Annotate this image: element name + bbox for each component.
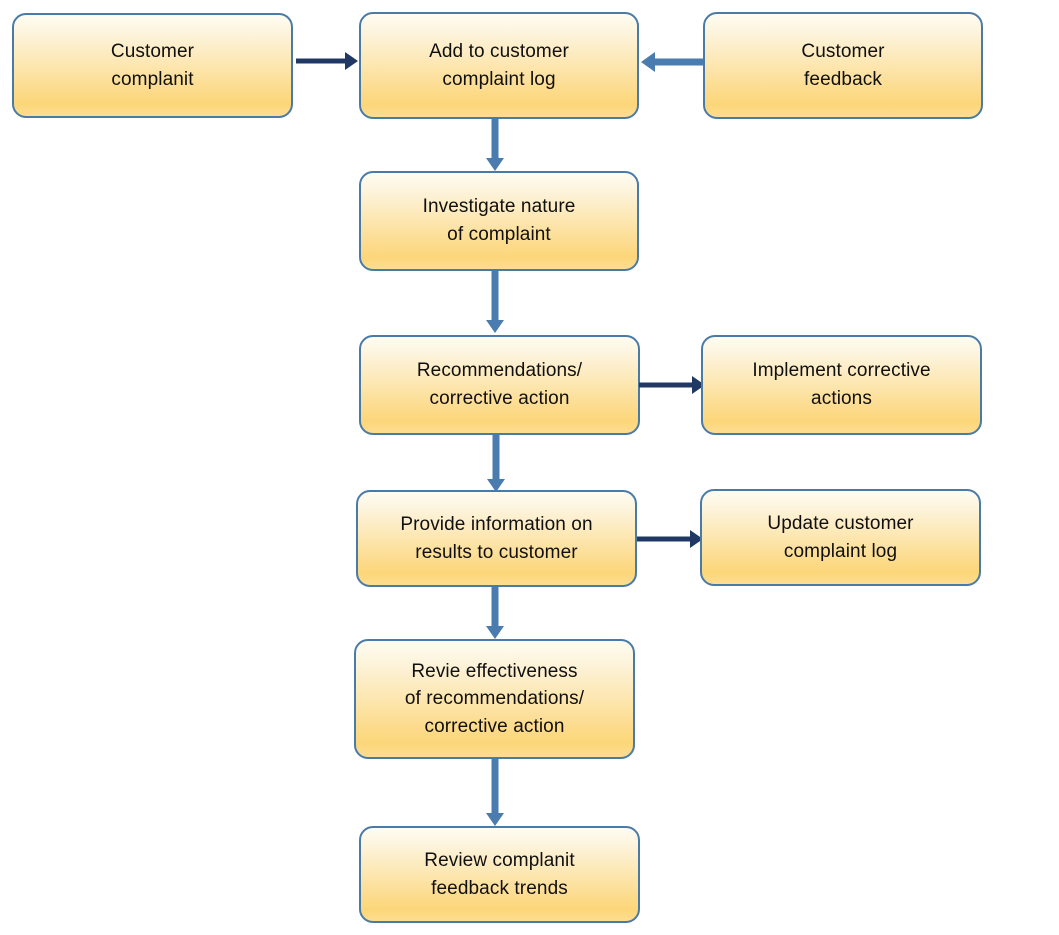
node-implement-label: Implement corrective actions [752, 360, 931, 409]
node-add-to-log[interactable]: Add to customer complaint log [359, 12, 639, 119]
node-recommendations-label: Recommendations/ corrective action [416, 360, 583, 409]
node-investigate-label: Investigate nature of complaint [422, 196, 576, 245]
connector-review-effectiveness-to-trends [483, 759, 507, 826]
node-customer-complaint[interactable]: Customer complanit [12, 13, 293, 118]
node-recommendations[interactable]: Recommendations/ corrective action [359, 335, 640, 435]
node-customer-feedback-label: Customer feedback [801, 40, 885, 90]
connector-provide-to-update [637, 528, 703, 550]
arrow-head-right-icon [345, 52, 358, 70]
arrow-head-down-icon [486, 626, 504, 639]
node-provide-information[interactable]: Provide information on results to custom… [356, 490, 637, 587]
node-update-log-label: Update customer complaint log [767, 512, 914, 562]
connector-investigate-to-recommendations [483, 271, 507, 333]
connector-feedback-to-log [641, 50, 703, 74]
connector-recommendations-to-implement [639, 374, 705, 396]
node-customer-feedback[interactable]: Customer feedback [703, 12, 983, 119]
arrow-head-down-icon [486, 158, 504, 171]
node-customer-complaint-label: Customer complanit [110, 40, 195, 90]
node-update-log[interactable]: Update customer complaint log [700, 489, 981, 586]
connector-shaft [491, 119, 499, 160]
arrow-head-left-icon [641, 52, 655, 72]
connector-shaft [653, 58, 703, 66]
connector-shaft [491, 759, 499, 815]
node-provide-information-label: Provide information on results to custom… [400, 513, 593, 563]
arrow-head-right-icon [690, 530, 703, 548]
node-review-trends-label: Review complanit feedback trends [424, 849, 575, 899]
connector-complaint-to-log [296, 50, 358, 72]
connector-provide-to-review-effectiveness [483, 587, 507, 639]
arrow-head-down-icon [487, 479, 505, 492]
node-review-effectiveness[interactable]: Revie effectiveness of recommendations/ … [354, 639, 635, 759]
connector-shaft [491, 587, 499, 628]
arrow-head-down-icon [486, 320, 504, 333]
node-review-trends[interactable]: Review complanit feedback trends [359, 826, 640, 923]
connector-shaft [639, 382, 693, 388]
node-implement[interactable]: Implement corrective actions [701, 335, 982, 435]
connector-shaft [491, 271, 499, 322]
connector-recommendations-to-provide [484, 435, 508, 492]
connector-log-to-investigate [483, 119, 507, 171]
connector-shaft [637, 536, 691, 542]
node-add-to-log-label: Add to customer complaint log [429, 40, 569, 90]
connector-shaft [492, 435, 500, 481]
node-investigate[interactable]: Investigate nature of complaint [359, 171, 639, 271]
arrow-head-down-icon [486, 813, 504, 826]
connector-shaft [296, 58, 346, 64]
node-review-effectiveness-label: Revie effectiveness of recommendations/ … [404, 660, 585, 737]
